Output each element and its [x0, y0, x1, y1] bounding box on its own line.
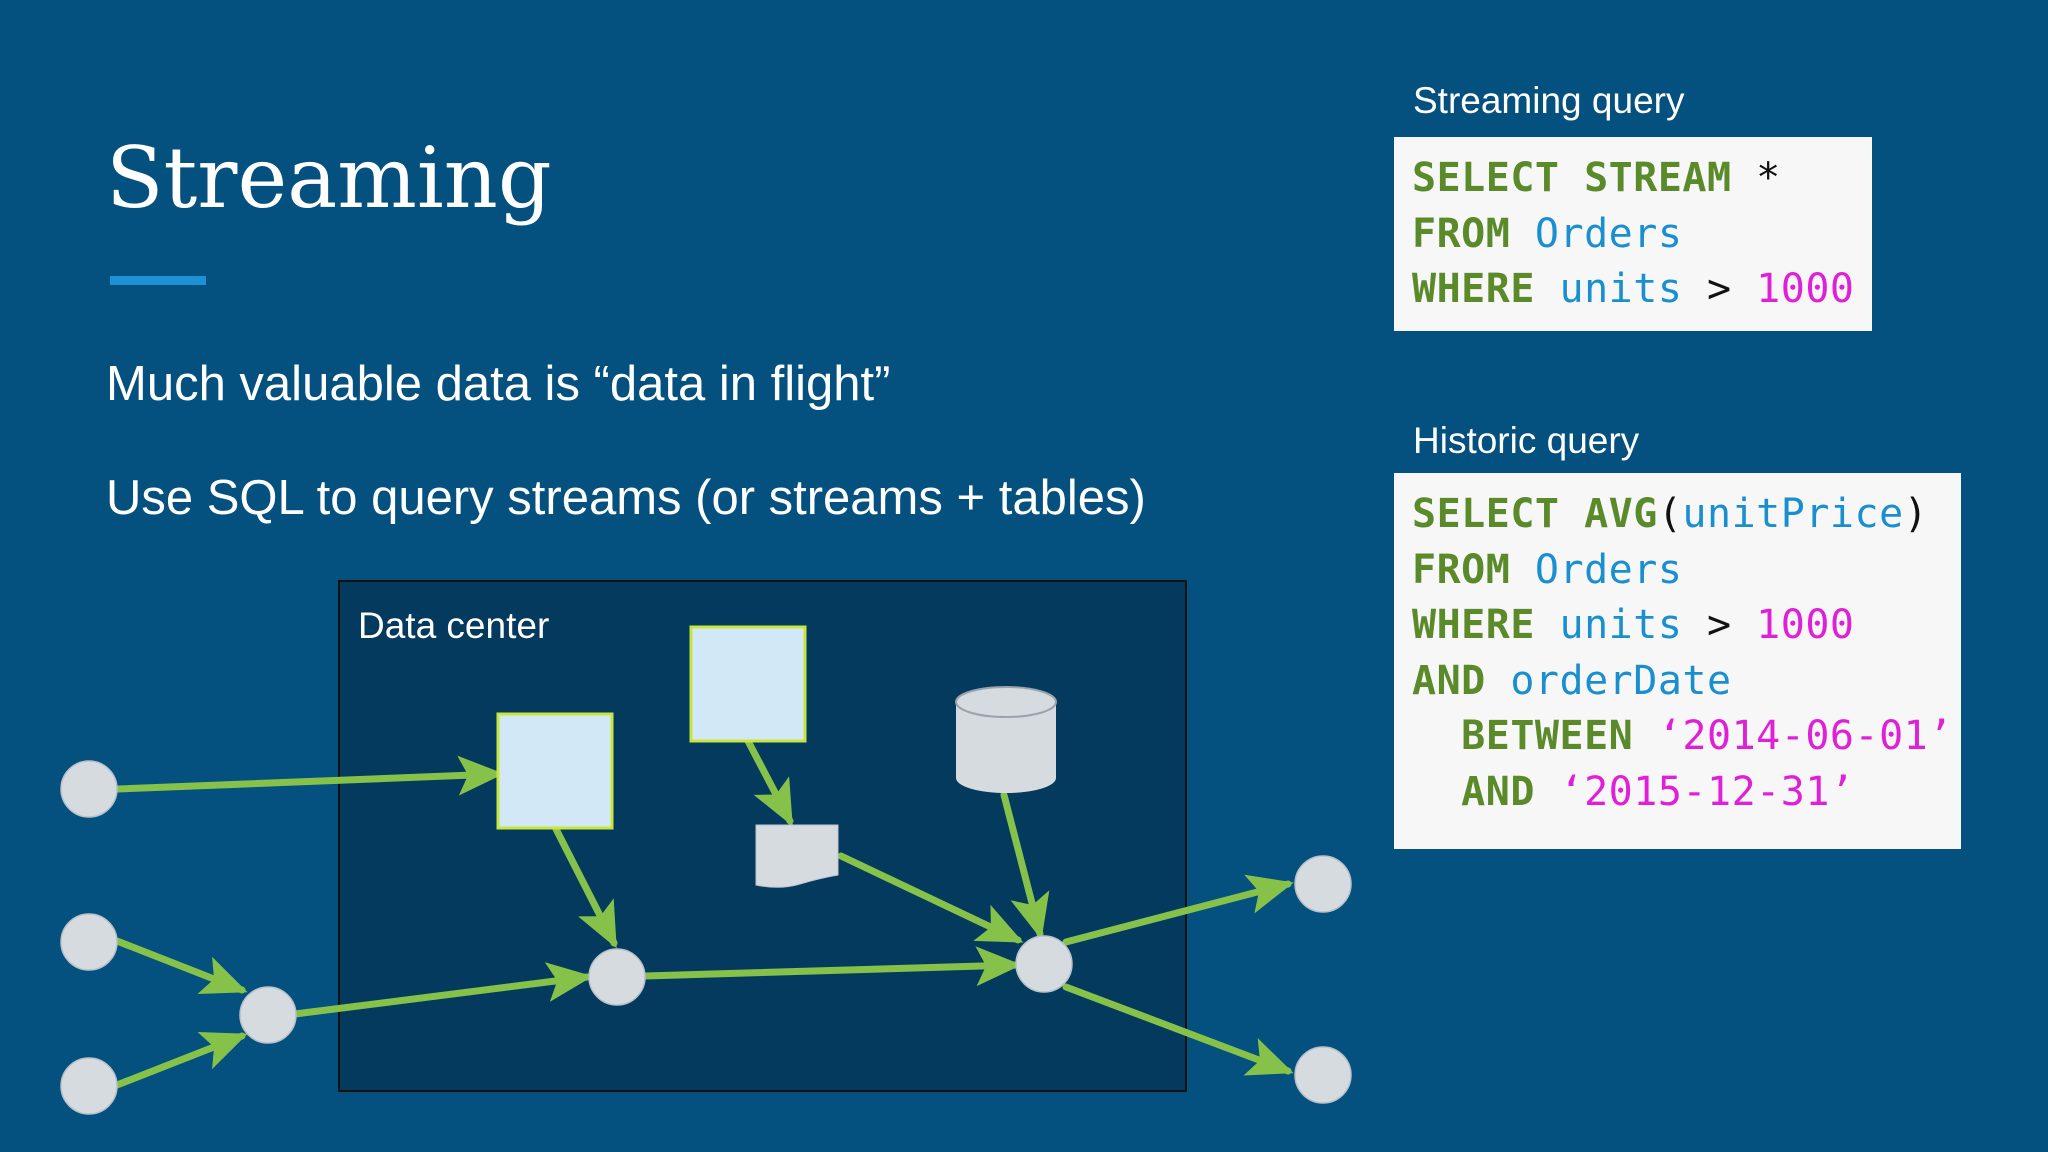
code-token-op: * [1731, 155, 1781, 201]
arrow-join-to-out2 [1062, 983, 1294, 1076]
code-line: WHERE units > 1000 [1412, 262, 1872, 318]
title-underline [110, 276, 206, 285]
arrow-source2-to-merge [113, 937, 248, 995]
streaming-diagram: Data center [60, 580, 1352, 1115]
code-line: WHERE units > 1000 [1412, 598, 1961, 654]
code-token-op: ) [1903, 491, 1929, 537]
arrow-source3-to-merge [113, 1031, 248, 1089]
code-line: SELECT STREAM * [1412, 151, 1872, 207]
code-token-id: units [1534, 266, 1683, 312]
streaming-query-label: Streaming query [1413, 80, 1685, 121]
code-token-str: ‘2015-12-31’ [1534, 768, 1855, 815]
code-token-kw: BETWEEN [1412, 713, 1634, 759]
code-token-id: orderDate [1485, 657, 1732, 704]
code-token-kw: SELECT STREAM [1412, 155, 1732, 201]
processor-box-upper [689, 625, 807, 743]
code-token-id: Orders [1510, 210, 1683, 257]
processor-box-lower [496, 712, 614, 830]
arrow-top-processor-to-doc [744, 737, 794, 827]
code-token-op: > [1682, 602, 1757, 648]
code-token-id: units [1534, 602, 1683, 648]
code-line: AND ‘2015-12-31’ [1412, 765, 1961, 821]
code-token-id: unitPrice [1682, 491, 1904, 537]
code-line: SELECT AVG(unitPrice) [1412, 487, 1961, 543]
mid-node [588, 948, 646, 1006]
code-token-kw: FROM [1412, 210, 1511, 257]
output-node-2 [1294, 1046, 1352, 1104]
code-line: FROM Orders [1412, 543, 1961, 599]
database-icon [955, 686, 1057, 793]
arrow-db-to-join [1000, 791, 1050, 940]
code-token-kw: AND [1412, 768, 1535, 815]
join-node [1015, 935, 1073, 993]
code-token-kw: SELECT AVG [1412, 491, 1658, 537]
arrow-mid-node-to-join [641, 946, 1022, 987]
arrow-processor-to-mid-node [552, 825, 618, 949]
code-line: AND orderDate [1412, 654, 1961, 710]
arrow-doc-to-join [837, 852, 1024, 944]
document-icon [755, 824, 839, 888]
code-token-kw: FROM [1412, 546, 1511, 593]
code-token-id: Orders [1510, 546, 1683, 593]
data-center-label: Data center [358, 605, 549, 646]
code-line: BETWEEN ‘2014-06-01’ [1412, 709, 1961, 765]
code-token-num: 1000 [1756, 266, 1855, 312]
bullet-data-in-flight: Much valuable data is “data in flight” [106, 357, 891, 411]
source-node-1 [60, 760, 118, 818]
bullet-use-sql: Use SQL to query streams (or streams + t… [106, 471, 1146, 525]
code-token-str: ‘2014-06-01’ [1633, 713, 1953, 759]
slide-title: Streaming [106, 129, 552, 227]
code-line: FROM Orders [1412, 207, 1872, 263]
output-node-1 [1294, 855, 1352, 913]
code-token-kw: AND [1412, 657, 1486, 704]
code-token-kw: WHERE [1412, 602, 1535, 648]
code-token-num: 1000 [1756, 602, 1855, 648]
arrow-merge-to-mid-node [291, 962, 593, 1018]
code-token-op: > [1682, 266, 1757, 312]
arrow-source-to-processor [114, 755, 504, 796]
source-node-3 [60, 1057, 118, 1115]
merge-node [239, 986, 297, 1044]
code-token-op: ( [1657, 491, 1683, 537]
arrow-join-to-out1 [1062, 874, 1294, 946]
source-node-2 [60, 913, 118, 971]
historic-query-label: Historic query [1413, 420, 1640, 461]
code-token-kw: WHERE [1412, 266, 1535, 312]
